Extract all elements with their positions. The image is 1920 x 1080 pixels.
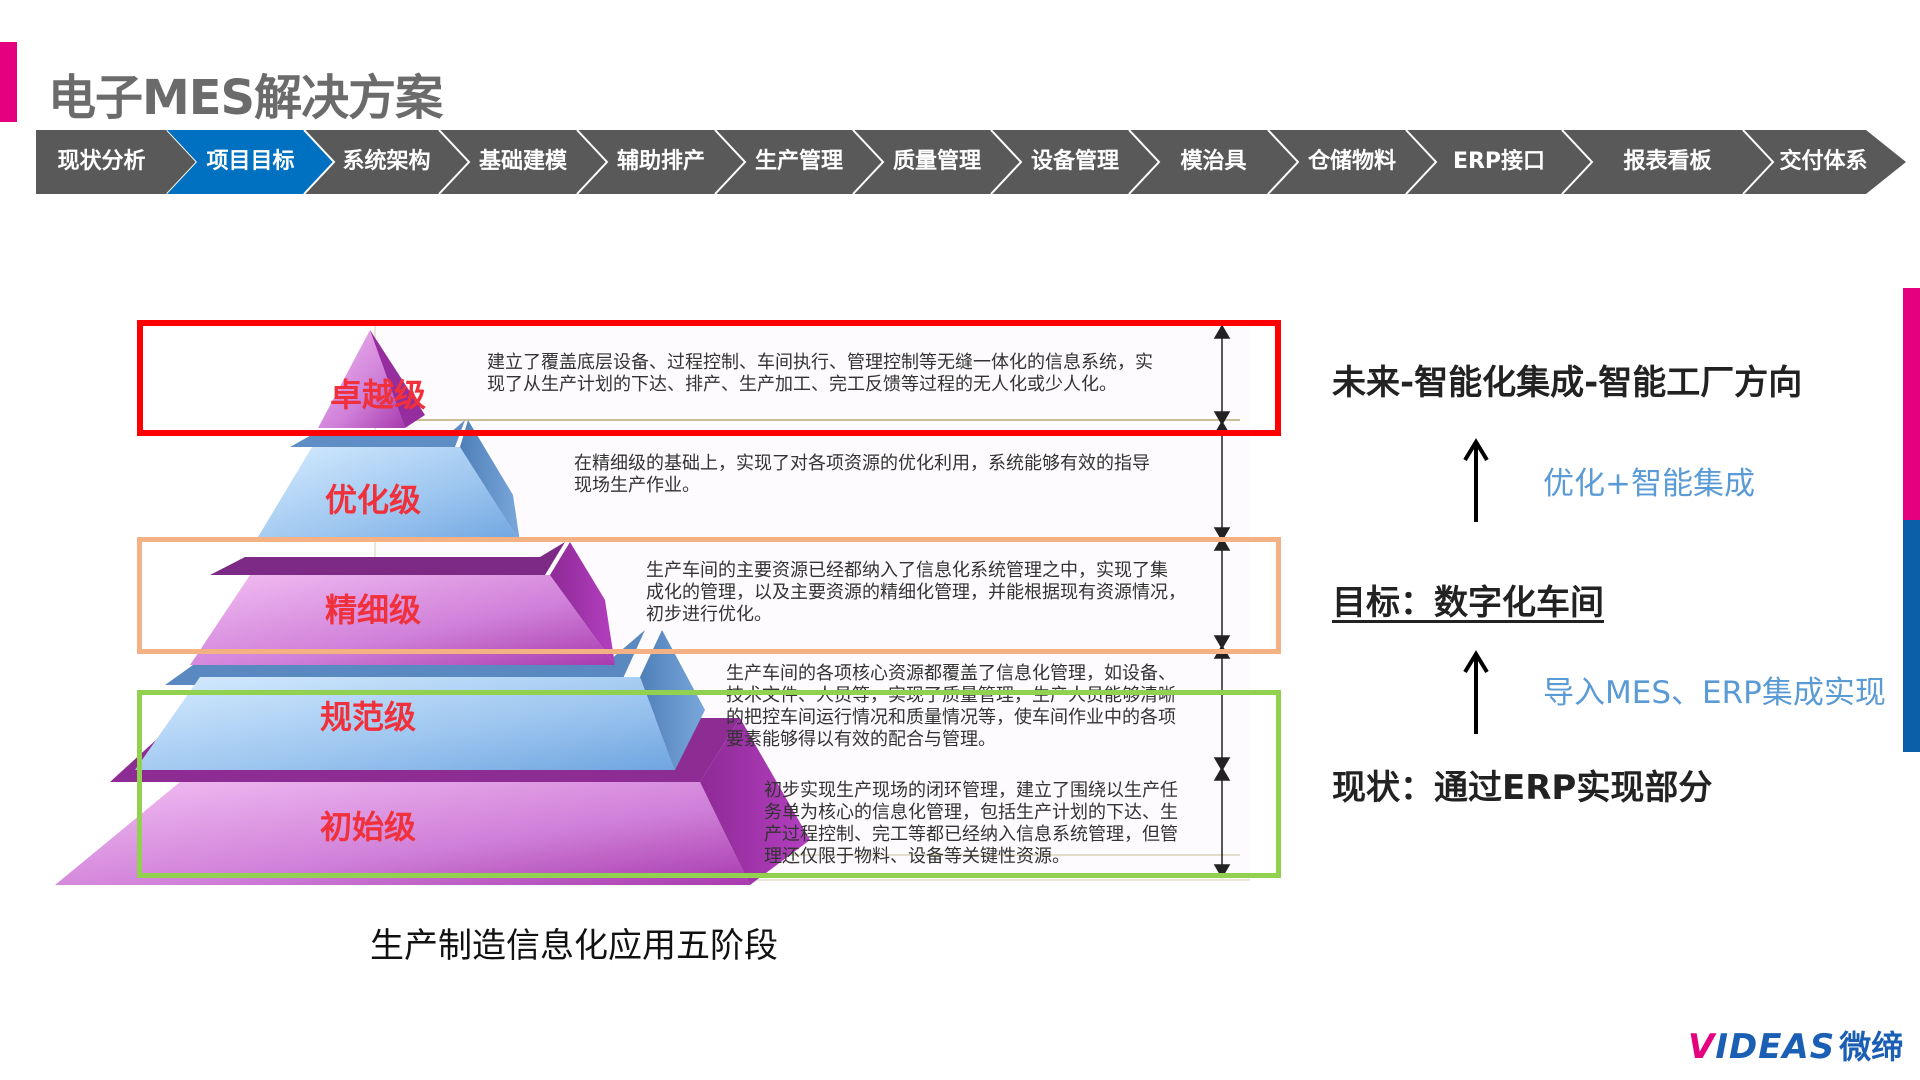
nav-separator [1267,130,1300,194]
tier-1-side [370,330,425,428]
nav-tab-7[interactable]: 质量管理 [892,149,981,174]
nav-tab-8[interactable]: 设备管理 [1030,149,1119,174]
highlight-box-goal [137,537,1281,654]
tier-label-standard: 规范级 [320,698,417,736]
nav-tab-6[interactable]: 生产管理 [754,149,843,174]
nav-tab-1[interactable]: 现状分析 [57,149,146,174]
scale-arrows [1213,324,1231,879]
tier-label-initial: 初始级 [320,808,417,846]
section-nav-chevrons [36,130,1906,194]
tier-1-face [318,330,405,428]
nav-separator [1128,130,1161,194]
up-arrow-icon [1463,438,1489,522]
section-nav: 现状分析 项目目标 系统架构 基础建模 辅助排产 生产管理 质量管理 设备管理 模治具 仓储物料 E… [36,130,1906,194]
pyramid-caption: 生产制造信息化应用五阶段 [370,926,778,966]
nav-tab-11[interactable]: ERP接口 [1452,149,1546,174]
nav-separator [1561,130,1594,194]
tier-description-excellent: 建立了覆盖底层设备、过程控制、车间执行、管理控制等无缝一体化的信息系统，实现了从… [487,352,1153,395]
tier-4-side [640,630,705,770]
nav-tab-9[interactable]: 模治具 [1180,149,1247,174]
nav-tab-13[interactable]: 交付体系 [1779,149,1868,174]
nav-tab-10[interactable]: 仓储物料 [1307,149,1396,174]
nav-separator [852,130,885,194]
nav-separator [1405,130,1438,194]
nav-separator [438,130,471,194]
tier-2-face [255,447,520,542]
tier-description-initial: 初步实现生产现场的闭环管理，建立了围绕以生产任务单为核心的信息化管理，包括生产计… [764,780,1178,867]
tier-4-face [135,677,675,770]
tier-2-side [460,420,520,542]
maturity-pyramid: 卓越级 优化级 精细级 规范级 初始级 建立了覆盖底层设备、过程控制、车间执行、… [50,320,1250,890]
roadmap-future: 未来-智能化集成-智能工厂方向 [1332,363,1803,403]
nav-tab-5[interactable]: 辅助排产 [616,149,705,174]
tier-5-face [55,782,750,885]
highlight-box-future [137,320,1281,436]
tier-3-face [190,575,615,665]
pyramid-graphic [55,324,1250,885]
nav-separator [576,130,609,194]
nav-tab-3[interactable]: 系统架构 [342,149,431,174]
side-accent-pink [1903,288,1920,520]
tier-3-side [550,542,615,665]
nav-separator [1742,130,1775,194]
up-arrow-icon [1463,650,1489,734]
tier-label-optimized: 优化级 [325,481,422,519]
side-accent-blue [1903,520,1920,752]
nav-tab-12[interactable]: 报表看板 [1623,149,1712,174]
nav-separator [303,130,336,194]
nav-separator [990,130,1023,194]
page-title: 电子MES解决方案 [48,70,443,126]
highlight-box-current [137,690,1281,878]
tier-label-excellent: 卓越级 [330,376,427,414]
roadmap-step-upper: 优化+智能集成 [1543,466,1755,502]
nav-tab-2[interactable]: 项目目标 [206,149,295,174]
tier-label-refined: 精细级 [325,591,422,629]
nav-tab-4[interactable]: 基础建模 [478,149,567,174]
nav-separator [714,130,747,194]
roadmap-current: 现状：通过ERP实现部分 [1332,768,1713,808]
title-accent-bar [0,42,17,122]
nav-active-chevron [167,130,334,194]
roadmap-goal: 目标：数字化车间 [1332,583,1604,623]
tier-5-side [700,718,810,885]
roadmap-step-lower: 导入MES、ERP集成实现 [1543,675,1886,711]
tier-description-optimized: 在精细级的基础上，实现了对各项资源的优化利用，系统能够有效的指导现场生产作业。 [574,453,1150,496]
tier-description-refined: 生产车间的主要资源已经都纳入了信息化系统管理之中，实现了集成化的管理，以及主要资… [646,560,1186,625]
